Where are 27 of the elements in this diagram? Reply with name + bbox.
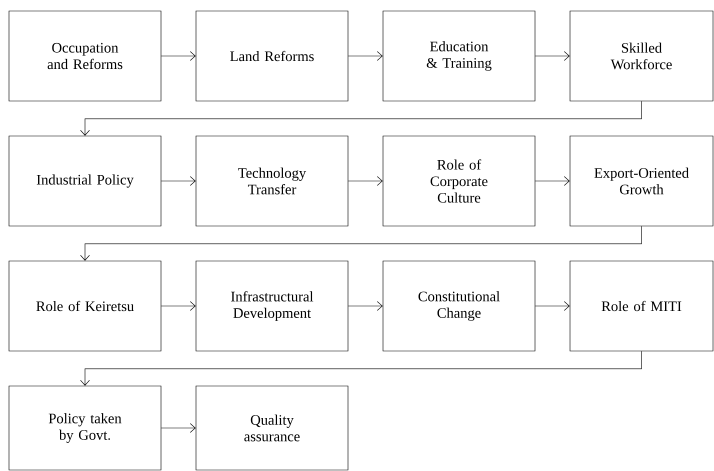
arrow <box>348 301 383 311</box>
arrow <box>161 176 196 186</box>
process-box: Technology Transfer <box>196 136 348 226</box>
process-box: Constitutional Change <box>382 260 536 352</box>
arrow <box>535 51 570 61</box>
arrow <box>161 301 196 311</box>
process-box: Occupation and Reforms <box>8 10 162 102</box>
process-box: Policy taken by Govt. <box>8 386 162 470</box>
process-box: Export-Oriented Growth <box>570 136 714 226</box>
process-box: Role of MITI <box>570 260 714 352</box>
arrow <box>535 301 570 311</box>
process-box: Quality assurance <box>196 386 348 470</box>
process-box: Skilled Workforce <box>570 10 714 102</box>
process-box: Land Reforms <box>196 10 348 102</box>
arrow <box>348 176 383 186</box>
arrow <box>348 51 383 61</box>
process-box: Industrial Policy <box>8 136 162 226</box>
process-box: Education & Training <box>382 10 536 102</box>
process-box: Role of Keiretsu <box>8 260 162 352</box>
arrow <box>161 51 196 61</box>
arrow <box>161 423 196 433</box>
process-box: Infrastructural Development <box>196 260 348 352</box>
arrow <box>80 351 642 386</box>
arrow <box>535 176 570 186</box>
arrow <box>80 226 642 261</box>
arrow <box>80 101 642 136</box>
process-box: Role of Corporate Culture <box>382 136 536 226</box>
